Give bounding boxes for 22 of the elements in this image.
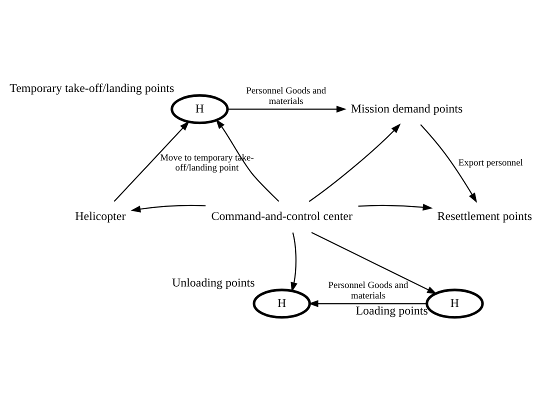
node-ellipse: H (252, 288, 311, 319)
node-label: Loading points (356, 303, 428, 318)
arrow (311, 232, 438, 294)
arrow (420, 124, 478, 203)
arrow (308, 124, 401, 202)
edge-label: Export personnel (458, 158, 523, 168)
arrow (308, 300, 427, 308)
edge-label: Personnel Goods and materials (246, 86, 326, 107)
arrow (358, 204, 433, 211)
node-label: Unloading points (172, 275, 255, 290)
edge-label: Personnel Goods and materials (328, 281, 408, 302)
arrow (290, 232, 298, 292)
node-label: Temporary take-off/landing points (10, 81, 174, 96)
node-text: Helicopter (75, 209, 126, 224)
node-text: Mission demand points (350, 101, 463, 116)
arrow (130, 204, 206, 212)
node-ellipse: H (170, 94, 229, 124)
arrow (228, 106, 346, 113)
arrow (114, 120, 190, 202)
arrow (216, 119, 280, 202)
node-text: Command-and-control center (211, 209, 352, 224)
node-text: Resettlement points (437, 209, 532, 224)
